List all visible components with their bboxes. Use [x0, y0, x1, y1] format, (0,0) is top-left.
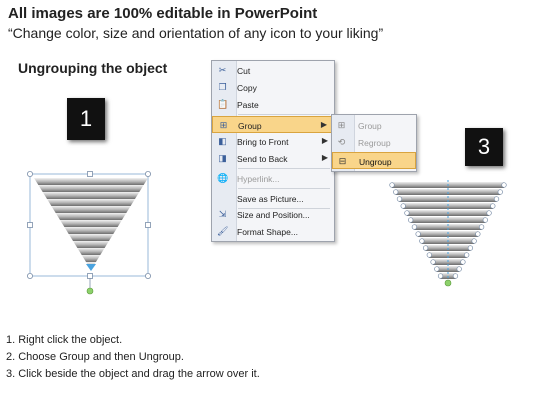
format-shape-icon: 🖌 [217, 226, 229, 236]
segment-handle[interactable] [452, 273, 459, 279]
segment-handle[interactable] [497, 189, 503, 195]
segment-handle[interactable] [478, 224, 485, 230]
menu-item-label: Bring to Front [237, 137, 289, 147]
segment-handle[interactable] [456, 266, 462, 272]
triangle-tip [86, 264, 96, 271]
segment-handle[interactable] [411, 224, 418, 230]
group-icon: ⊞ [219, 120, 228, 130]
rotate-handle[interactable] [444, 279, 452, 287]
menu-item-label: Send to Back [237, 154, 288, 164]
bar-segment[interactable] [414, 224, 482, 230]
segment-handle[interactable] [430, 259, 436, 265]
segment-handle[interactable] [460, 259, 466, 265]
segment-handle[interactable] [404, 210, 410, 216]
segment-handle[interactable] [393, 189, 399, 195]
size-position-icon: ⇲ [218, 209, 227, 219]
menu-separator [238, 168, 330, 169]
rotate-handle[interactable] [86, 287, 94, 295]
instruction-steps: 1. Right click the object. 2. Choose Gro… [6, 332, 260, 383]
menu-item-label: Format Shape... [237, 227, 298, 237]
menu-item-label: Copy [237, 83, 257, 93]
bring-to-front-icon: ◧ [218, 136, 227, 146]
segment-handle[interactable] [490, 203, 496, 209]
menu-gutter [212, 61, 237, 241]
ungrouped-triangle-shape[interactable] [388, 178, 514, 290]
segment-handle[interactable] [426, 252, 432, 258]
menu-item-size-and-position[interactable]: ⇲ Size and Position... [212, 206, 334, 223]
hyperlink-icon: 🌐 [217, 173, 229, 183]
segment-handle[interactable] [408, 217, 414, 223]
segment-handle[interactable] [464, 252, 470, 258]
step-1: 1. Right click the object. [6, 334, 123, 346]
resize-handles[interactable] [27, 171, 152, 280]
menu-separator [238, 114, 330, 115]
triangle-bars [34, 178, 148, 270]
segment-handle[interactable] [389, 182, 395, 188]
scissors-icon: ✂ [218, 65, 227, 75]
submenu-arrow-icon: ▶ [320, 120, 327, 129]
submenu-item-label: Ungroup [359, 157, 392, 167]
menu-item-hyperlink[interactable]: 🌐 Hyperlink... [212, 170, 334, 187]
menu-item-save-as-picture[interactable]: Save as Picture... [212, 190, 334, 207]
submenu-item-label: Regroup [358, 138, 391, 148]
segment-handle[interactable] [467, 245, 474, 251]
step-badge-3: 3 [465, 128, 503, 166]
menu-item-label: Save as Picture... [237, 194, 304, 204]
segment-handle[interactable] [471, 238, 477, 244]
submenu-item-regroup[interactable]: ⟲ Regroup [332, 134, 416, 151]
menu-item-cut[interactable]: ✂ Cut [212, 62, 334, 79]
bar-segment[interactable] [399, 196, 497, 202]
menu-separator [238, 188, 330, 189]
menu-item-send-to-back[interactable]: ◨ Send to Back ▶ [212, 150, 334, 167]
menu-item-group[interactable]: ⊞ Group ▶ [212, 116, 334, 133]
segment-handle[interactable] [482, 217, 488, 223]
menu-item-format-shape[interactable]: 🖌 Format Shape... [212, 223, 334, 240]
bar-segment[interactable] [429, 252, 467, 258]
menu-item-label: Paste [237, 100, 259, 110]
segment-handle[interactable] [419, 238, 425, 244]
segment-handle[interactable] [437, 273, 444, 279]
step-2: 2. Choose Group and then Ungroup. [6, 351, 184, 363]
page-subtitle: “Change color, size and orientation of a… [8, 25, 384, 41]
segment-handle[interactable] [400, 203, 406, 209]
menu-item-label: Group [238, 121, 262, 131]
regroup-icon: ⟲ [337, 137, 346, 147]
menu-item-label: Size and Position... [237, 210, 310, 220]
paste-icon: 📋 [217, 99, 229, 109]
segment-handle[interactable] [501, 182, 507, 188]
group-submenu: ⊞ Group ⟲ Regroup ⊟ Ungroup [331, 114, 417, 172]
segment-handle[interactable] [475, 231, 481, 237]
grouped-triangle-shape[interactable] [26, 170, 156, 300]
page-title: All images are 100% editable in PowerPoi… [8, 5, 318, 22]
submenu-arrow-icon: ▶ [321, 136, 328, 145]
segment-handle[interactable] [486, 210, 492, 216]
submenu-item-group[interactable]: ⊞ Group [332, 117, 416, 134]
menu-item-label: Cut [237, 66, 251, 76]
submenu-item-ungroup[interactable]: ⊟ Ungroup [332, 152, 416, 169]
segment-handle[interactable] [415, 231, 421, 237]
menu-item-paste[interactable]: 📋 Paste [212, 96, 334, 113]
menu-separator [238, 208, 330, 209]
step-3: 3. Click beside the object and drag the … [6, 368, 260, 380]
copy-icon: ❐ [218, 82, 227, 92]
segment-handle[interactable] [434, 266, 440, 272]
ungroup-icon: ⊟ [338, 156, 347, 166]
menu-item-copy[interactable]: ❐ Copy [212, 79, 334, 96]
menu-item-bring-to-front[interactable]: ◧ Bring to Front ▶ [212, 133, 334, 150]
step-badge-1: 1 [67, 98, 105, 140]
menu-item-label: Hyperlink... [237, 174, 280, 184]
group-icon: ⊞ [337, 120, 346, 130]
submenu-item-label: Group [358, 121, 382, 131]
segment-handle[interactable] [396, 196, 403, 202]
send-to-back-icon: ◨ [218, 153, 227, 163]
segment-handle[interactable] [493, 196, 500, 202]
section-title: Ungrouping the object [18, 60, 168, 76]
submenu-arrow-icon: ▶ [321, 153, 328, 162]
context-menu: ✂ Cut ❐ Copy 📋 Paste ⊞ Group ▶ ◧ Bring t… [211, 60, 335, 242]
segment-handle[interactable] [422, 245, 429, 251]
